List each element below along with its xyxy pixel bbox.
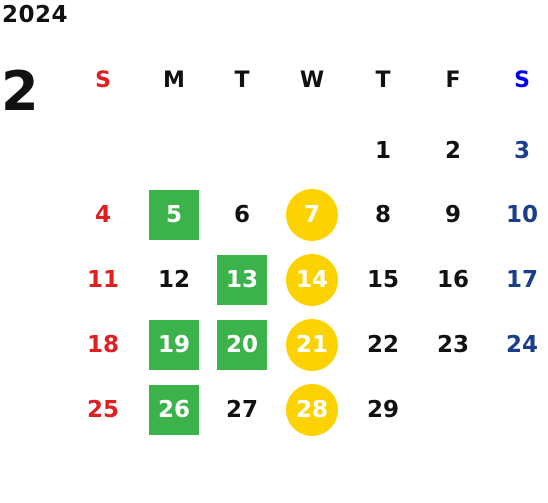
day-cell-24[interactable]: 24 (492, 320, 548, 370)
day-cell-12[interactable]: 12 (144, 255, 204, 305)
day-number-highlight-yellow: 7 (286, 189, 338, 241)
day-cell-28[interactable]: 28 (282, 384, 342, 436)
day-number: 4 (94, 202, 111, 228)
day-cell-10[interactable]: 10 (492, 190, 548, 240)
day-cell-21[interactable]: 21 (282, 319, 342, 371)
day-cell-15[interactable]: 15 (353, 255, 413, 305)
day-cell-4[interactable]: 4 (73, 190, 133, 240)
day-cell-11[interactable]: 11 (73, 255, 133, 305)
day-cell-9[interactable]: 9 (423, 190, 483, 240)
day-cell-25[interactable]: 25 (73, 385, 133, 435)
day-number-highlight-yellow: 14 (286, 254, 338, 306)
day-cell-14[interactable]: 14 (282, 254, 342, 306)
day-number: 24 (505, 332, 538, 358)
weekday-thu: T (375, 68, 391, 93)
weekday-sun: S (95, 68, 111, 93)
day-cell-26[interactable]: 26 (144, 385, 204, 435)
day-number: 12 (157, 267, 190, 293)
day-number: 16 (436, 267, 469, 293)
weekday-mon: M (163, 68, 185, 93)
weekday-wed: W (299, 68, 325, 93)
day-cell-18[interactable]: 18 (73, 320, 133, 370)
day-number: 27 (225, 397, 258, 423)
day-number: 6 (233, 202, 250, 228)
day-number-highlight-green: 20 (217, 320, 267, 370)
year-label: 2024 (2, 2, 69, 28)
day-number: 18 (86, 332, 119, 358)
day-number: 29 (366, 397, 399, 423)
day-cell-2[interactable]: 2 (423, 126, 483, 176)
day-cell-3[interactable]: 3 (492, 126, 548, 176)
day-number-highlight-yellow: 28 (286, 384, 338, 436)
day-cell-17[interactable]: 17 (492, 255, 548, 305)
day-cell-5[interactable]: 5 (144, 190, 204, 240)
day-number: 2 (444, 138, 461, 164)
day-number-highlight-green: 13 (217, 255, 267, 305)
day-cell-20[interactable]: 20 (212, 320, 272, 370)
day-number: 25 (86, 397, 119, 423)
day-cell-27[interactable]: 27 (212, 385, 272, 435)
day-cell-19[interactable]: 19 (144, 320, 204, 370)
day-number-highlight-yellow: 21 (286, 319, 338, 371)
day-number: 1 (374, 138, 391, 164)
day-cell-13[interactable]: 13 (212, 255, 272, 305)
day-number: 3 (513, 138, 530, 164)
day-number-highlight-green: 26 (149, 385, 199, 435)
day-number: 17 (505, 267, 538, 293)
weekday-tue: T (234, 68, 250, 93)
day-number: 11 (86, 267, 119, 293)
day-cell-7[interactable]: 7 (282, 189, 342, 241)
day-cell-1[interactable]: 1 (353, 126, 413, 176)
day-cell-29[interactable]: 29 (353, 385, 413, 435)
day-number: 9 (444, 202, 461, 228)
day-number-highlight-green: 5 (149, 190, 199, 240)
month-number: 2 (1, 60, 39, 123)
day-cell-22[interactable]: 22 (353, 320, 413, 370)
day-cell-6[interactable]: 6 (212, 190, 272, 240)
day-number: 23 (436, 332, 469, 358)
weekday-sat: S (514, 68, 530, 93)
day-cell-8[interactable]: 8 (353, 190, 413, 240)
day-cell-23[interactable]: 23 (423, 320, 483, 370)
day-number: 15 (366, 267, 399, 293)
day-number: 22 (366, 332, 399, 358)
day-number: 10 (505, 202, 538, 228)
day-cell-16[interactable]: 16 (423, 255, 483, 305)
day-number: 8 (374, 202, 391, 228)
day-number-highlight-green: 19 (149, 320, 199, 370)
weekday-fri: F (445, 68, 461, 93)
